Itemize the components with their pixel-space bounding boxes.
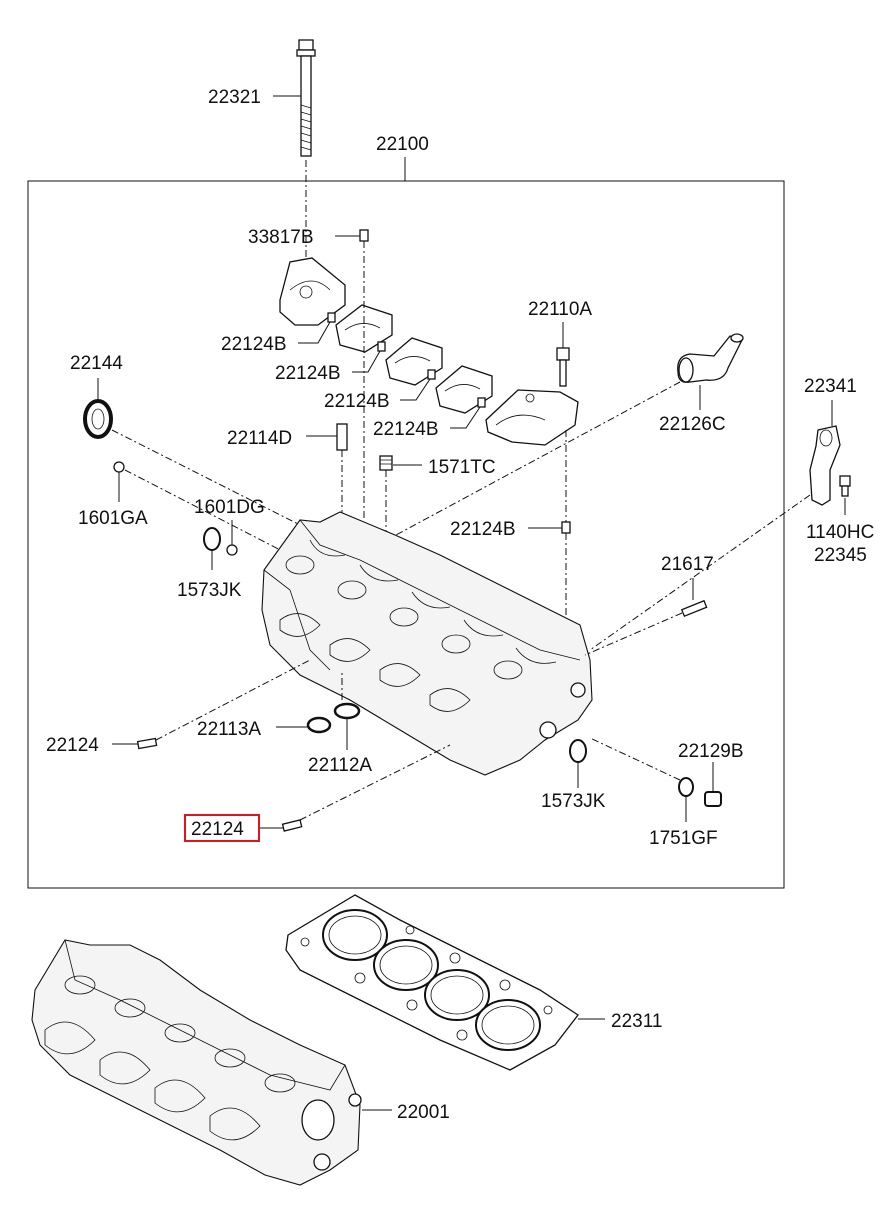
bolt-highlighted-axis [299,744,451,821]
dowel-22114D[interactable] [336,423,348,451]
head-gasket-22311[interactable] [285,894,579,1071]
plug-22129B[interactable] [704,791,722,807]
plug-1571TC[interactable] [379,455,393,471]
label-1601DG: 1601DG [194,497,265,518]
seal-22113A[interactable] [306,716,332,734]
label-22144: 22144 [70,353,123,374]
leader-22124B-4 [450,406,481,429]
stud-axis [584,612,683,656]
cup-plug-1573JK-right[interactable] [569,739,587,763]
stud-21617[interactable] [680,599,708,618]
label-1140HC: 1140HC [806,522,874,543]
camshaft-bearing-cap-rear[interactable] [485,389,579,446]
label-22341: 22341 [804,376,857,397]
label-1573JK-right: 1573JK [541,791,606,812]
ball-plug-1601GA[interactable] [113,461,125,473]
cylinder-head-assembly[interactable] [261,511,593,776]
bolt-22110A[interactable] [556,347,570,387]
cup-plug-1573JK-left[interactable] [203,527,221,551]
label-22110A: 22110A [528,299,592,320]
seal-22112A[interactable] [333,702,361,720]
label-22126C: 22126C [659,414,726,435]
label-33817B: 33817B [248,227,314,248]
camshaft-bearing-cap-2[interactable] [335,304,393,353]
bolt-left-axis [155,659,311,741]
hose-fitting-22126C[interactable] [677,333,744,383]
label-1751GF: 1751GF [649,828,718,849]
ball-plug-1601DG[interactable] [226,544,238,556]
label-22114D: 22114D [227,428,292,449]
leader-22124B-3 [400,378,431,401]
label-22311: 22311 [611,1011,662,1032]
label-1571TC: 1571TC [428,457,496,478]
highlight-box [184,814,260,842]
label-22124B-4: 22124B [373,419,439,440]
label-22124B-5: 22124B [450,519,516,540]
ball-axis [124,469,291,556]
label-22129B: 22129B [678,741,744,762]
hose-axis-line [395,381,681,536]
label-22124B-2: 22124B [275,363,341,384]
assembly-frame [27,180,785,889]
leader-22124B-2 [352,350,381,373]
label-22124B-1: 22124B [221,334,287,355]
label-22124-left: 22124 [46,735,99,756]
label-22124-highlighted: 22124 [191,819,244,840]
cylinder-head-complete-22001[interactable] [31,939,362,1186]
washer-axis [589,737,681,781]
bracket-22341[interactable] [809,425,841,506]
label-22113A: 22113A [197,719,261,740]
washer-1751GF[interactable] [678,777,694,797]
label-22124B-3: 22124B [324,391,390,412]
label-1573JK-left: 1573JK [177,580,242,601]
label-22001: 22001 [397,1102,450,1123]
label-22321: 22321 [208,87,261,108]
bolt-22124-left[interactable] [136,737,158,750]
nut-1140HC[interactable] [839,475,851,497]
label-21617: 21617 [661,554,714,575]
bolt-22124-highlighted[interactable] [281,819,303,832]
camshaft-bearing-cap-front[interactable] [279,257,346,326]
label-22345: 22345 [814,545,867,566]
seal-axis-line [111,429,311,531]
label-1601GA: 1601GA [78,508,148,529]
leader-22124B-1 [298,321,331,344]
label-22100: 22100 [376,134,429,155]
oil-seal-22144[interactable] [83,399,113,439]
label-22112A: 22112A [308,755,372,776]
head-bolt-22321[interactable] [296,39,316,157]
